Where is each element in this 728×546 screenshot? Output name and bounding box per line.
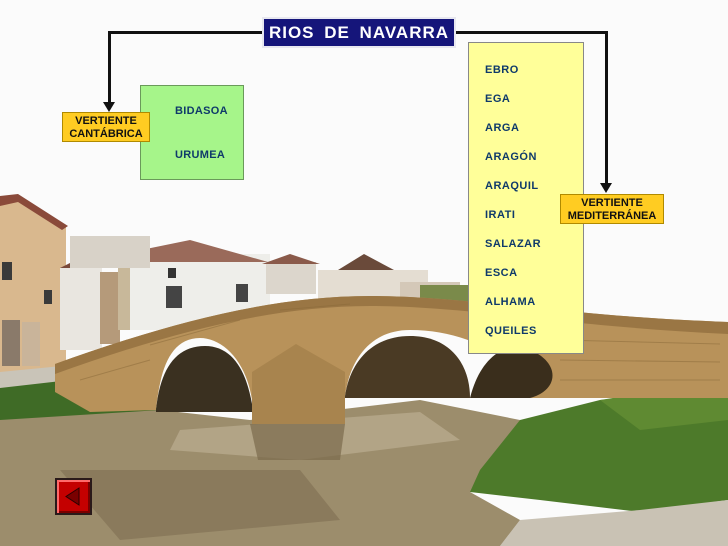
connector-right-horizontal [456, 31, 608, 34]
connector-right-vertical [605, 31, 608, 185]
back-arrow-icon [65, 487, 80, 506]
river-item[interactable]: SALAZAR [485, 238, 542, 250]
title-text: RIOS DE NAVARRA [268, 22, 450, 42]
connector-left-horizontal [108, 31, 262, 34]
river-item[interactable]: ARAQUIL [485, 180, 539, 192]
back-button[interactable] [55, 478, 92, 515]
arrow-down-icon [103, 102, 115, 112]
river-item[interactable]: BIDASOA [175, 105, 228, 117]
river-item[interactable]: EGA [485, 93, 511, 105]
label-line: VERTIENTE [581, 197, 643, 209]
connector-left-vertical [108, 31, 111, 103]
river-item[interactable]: ALHAMA [485, 296, 536, 308]
river-item[interactable]: ESCA [485, 267, 518, 279]
river-item[interactable]: QUEILES [485, 325, 537, 337]
river-item[interactable]: URUMEA [175, 149, 226, 161]
river-item[interactable]: EBRO [485, 64, 519, 76]
label-line: VERTIENTE [75, 115, 137, 127]
river-item[interactable]: ARAGÓN [485, 151, 537, 163]
cantabrica-river-list: BIDASOA URUMEA [140, 85, 244, 180]
river-item[interactable]: IRATI [485, 209, 516, 221]
cantabrica-label: VERTIENTE CANTÁBRICA [62, 112, 150, 142]
label-line: CANTÁBRICA [69, 128, 143, 140]
label-line: MEDITERRÁNEA [567, 210, 657, 222]
mediterranea-label: VERTIENTE MEDITERRÁNEA [560, 194, 664, 224]
arrow-down-icon [600, 183, 612, 193]
page-title: RIOS DE NAVARRA [262, 17, 456, 48]
river-item[interactable]: ARGA [485, 122, 520, 134]
